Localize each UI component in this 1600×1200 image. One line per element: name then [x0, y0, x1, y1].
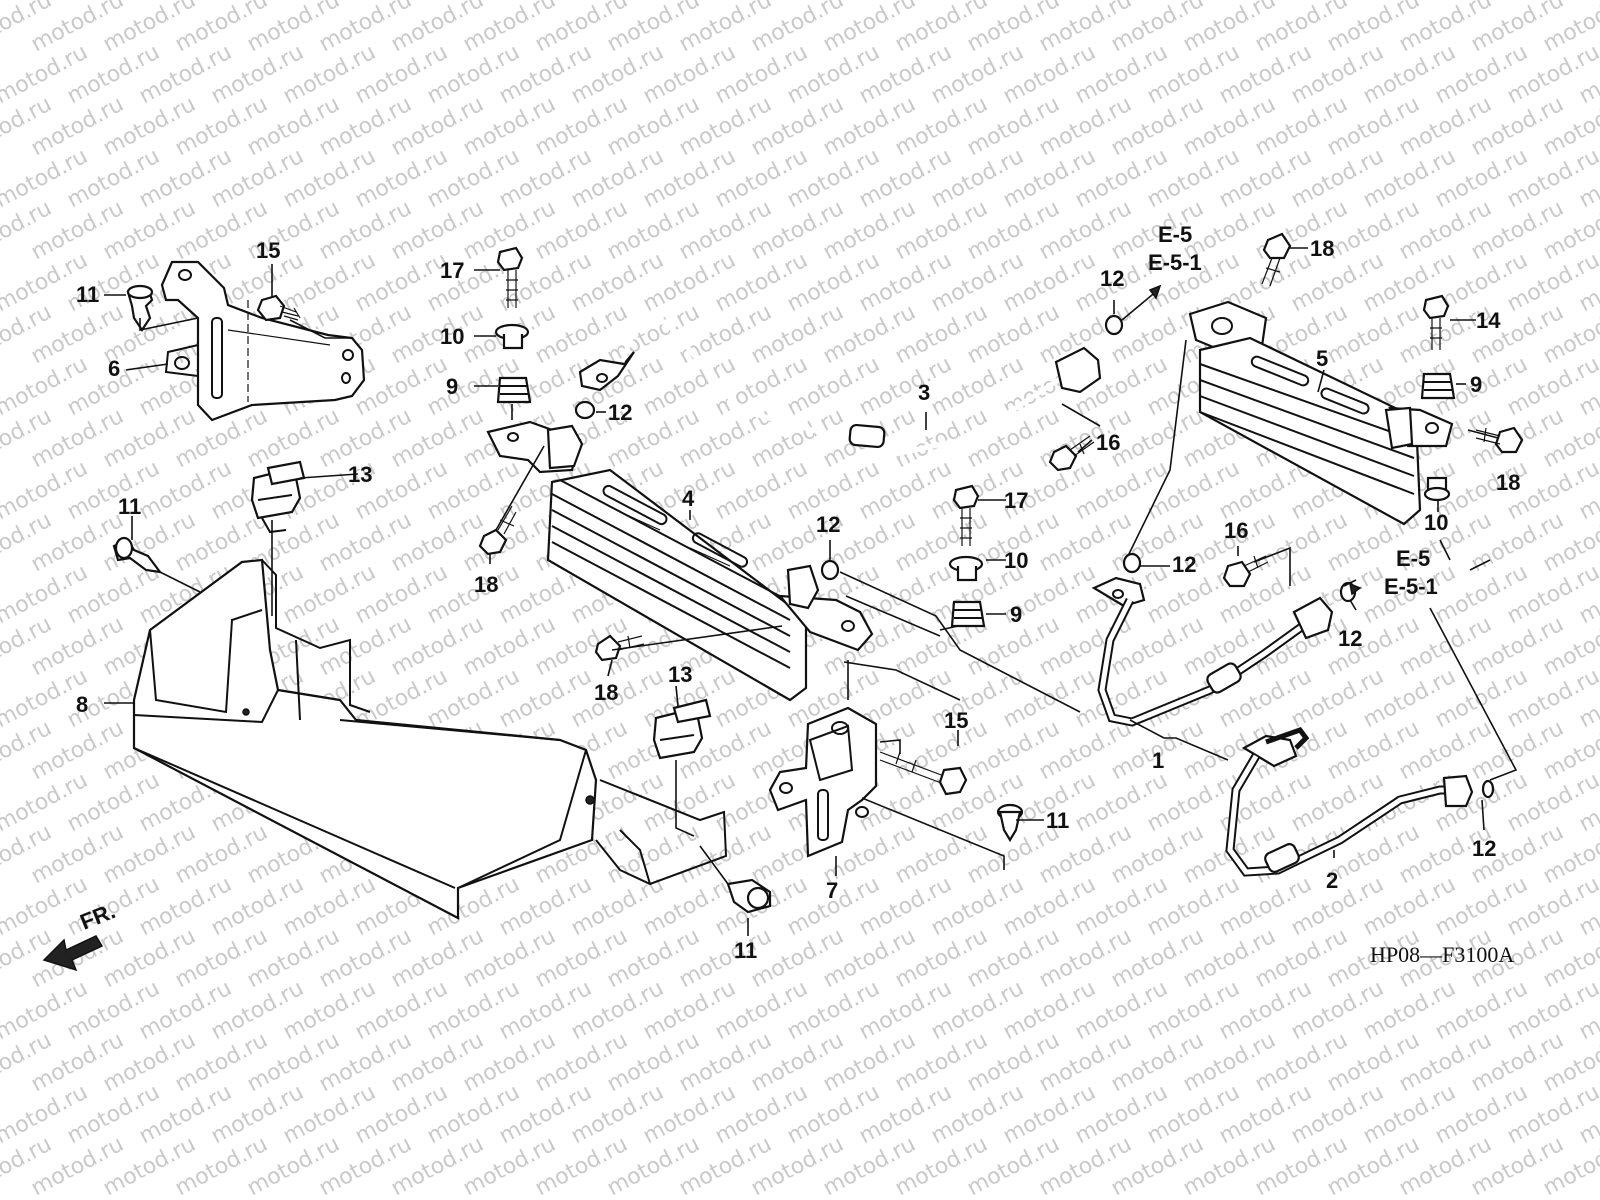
- callout-4: 4: [682, 486, 695, 511]
- mount-stack-b: [948, 484, 986, 628]
- callout-3: 3: [918, 380, 930, 405]
- callout-11: 11: [118, 494, 141, 519]
- callout-13: 13: [348, 462, 372, 487]
- reference-arrows: [1148, 284, 1362, 596]
- callout-7: 7: [826, 878, 838, 903]
- callout-6: 6: [108, 356, 120, 381]
- callout-12: 12: [1338, 626, 1362, 651]
- pipe-1: [1091, 576, 1334, 727]
- callout-15: 15: [944, 708, 968, 733]
- callout-11: 11: [76, 282, 99, 307]
- callout-9: 9: [446, 374, 458, 399]
- callout-14: 14: [1476, 308, 1501, 333]
- clip-11-c: [726, 878, 772, 914]
- mount-stack-c: [1420, 294, 1456, 502]
- bolt-18-c: [1261, 232, 1292, 287]
- callout-18: 18: [594, 680, 618, 705]
- callout-11: 11: [734, 938, 757, 963]
- callout-11: 11: [1046, 808, 1069, 833]
- bolt-18-d: [1475, 426, 1524, 454]
- callout-17: 17: [440, 258, 464, 283]
- callout-18: 18: [1310, 236, 1334, 261]
- callout-12: 12: [1100, 266, 1124, 291]
- clip-11-a: [126, 284, 154, 332]
- bracket-7: [768, 706, 878, 858]
- guard-8: [132, 558, 728, 920]
- callout-8: 8: [76, 692, 88, 717]
- callout-10: 10: [1424, 510, 1448, 535]
- callout-18: 18: [1496, 470, 1520, 495]
- clip-13-b: [652, 698, 712, 760]
- callout-1: 1: [1152, 748, 1164, 773]
- callout-5: 5: [1316, 346, 1328, 371]
- callout-9: 9: [1470, 372, 1482, 397]
- clip-11-d: [996, 803, 1024, 843]
- pipe-3: [578, 319, 1102, 457]
- callout-10: 10: [1004, 548, 1028, 573]
- diagram-code: HP08—F3100A: [1370, 942, 1514, 967]
- bolt-15-a: [256, 294, 301, 322]
- ref-e51-mid: E-5-1: [1384, 574, 1438, 599]
- pipe-2: [1225, 727, 1474, 877]
- callout-12: 12: [816, 512, 840, 537]
- ref-e5-top: E-5: [1158, 222, 1192, 247]
- callout-12: 12: [1472, 836, 1496, 861]
- callout-2: 2: [1326, 868, 1338, 893]
- callout-17: 17: [1004, 488, 1028, 513]
- oil-cooler-5: [1188, 300, 1454, 526]
- callout-16: 16: [1096, 430, 1120, 455]
- bracket-6: [160, 260, 366, 422]
- callout-13: 13: [668, 662, 692, 687]
- callout-10: 10: [440, 324, 464, 349]
- front-arrow: [42, 935, 104, 972]
- callout-18: 18: [474, 572, 498, 597]
- mount-stack-a: [494, 246, 532, 404]
- ref-e51-top: E-5-1: [1148, 250, 1202, 275]
- ref-e5-mid: E-5: [1396, 546, 1430, 571]
- bolt-16-a: [1048, 435, 1095, 472]
- bolt-15-b: [879, 751, 968, 796]
- callout-15: 15: [256, 238, 280, 263]
- bolt-18-b: [594, 634, 645, 662]
- reference-labels: E-5 E-5-1 E-5 E-5-1: [1148, 222, 1438, 599]
- callout-16: 16: [1224, 518, 1248, 543]
- callout-9: 9: [1010, 602, 1022, 627]
- callout-12: 12: [1172, 552, 1196, 577]
- callout-labels: 11 15 6 13 11 8 17 10 9 12 18 4 3 12 18 …: [76, 236, 1520, 963]
- watermark-text: motod.ru: [1575, 0, 1600, 5]
- clip-13-a: [250, 460, 306, 534]
- callout-12: 12: [608, 400, 632, 425]
- leader-lines: [104, 247, 1518, 936]
- oil-cooler-4: [486, 420, 874, 702]
